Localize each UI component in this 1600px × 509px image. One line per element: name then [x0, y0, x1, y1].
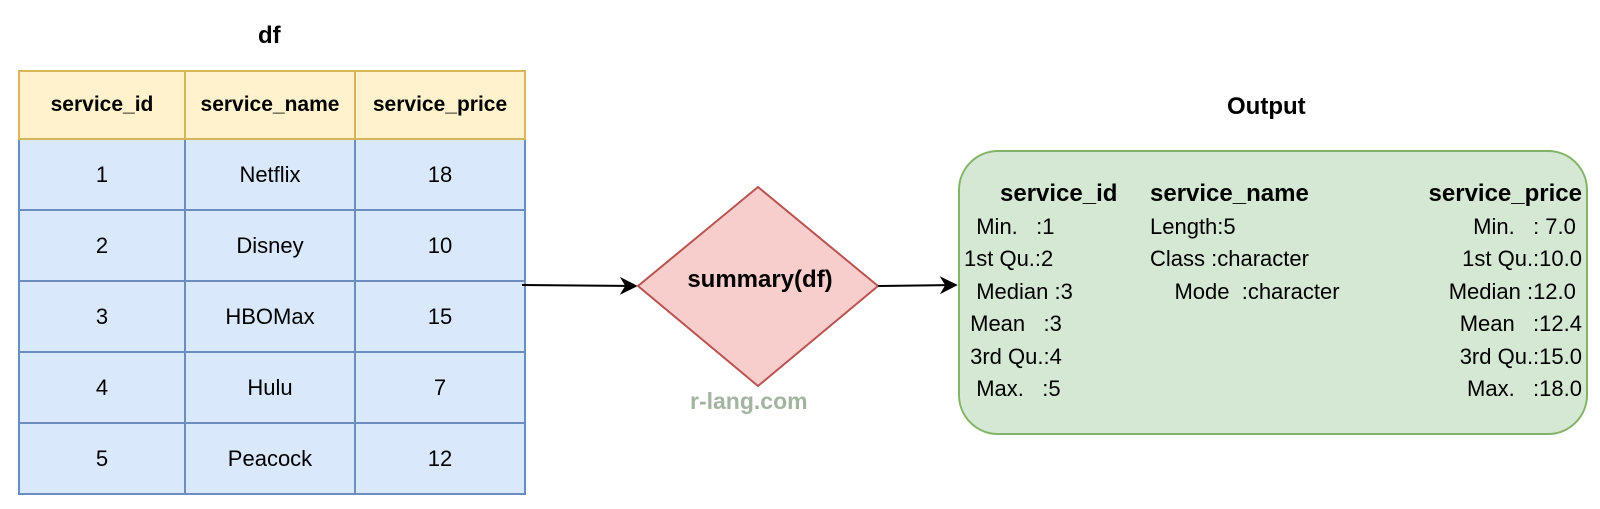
column-header: service_price	[354, 70, 526, 140]
table-cell: 15	[354, 280, 526, 353]
table-cell: 5	[18, 422, 186, 495]
table-cell: 4	[18, 351, 186, 424]
table-row: 5 Peacock 12	[18, 422, 526, 495]
table-row: 2 Disney 10	[18, 209, 526, 282]
output-stat-line: Class :character	[1150, 246, 1309, 271]
output-column-header: service_name	[1150, 180, 1309, 207]
output-stat-line: 3rd Qu.:4	[964, 343, 1062, 369]
df-title: df	[258, 22, 281, 49]
arrow-table-to-summary	[521, 276, 638, 295]
table-cell: 18	[354, 138, 526, 211]
table-cell: Disney	[184, 209, 356, 282]
table-cell: 2	[18, 209, 186, 282]
table-row: 3 HBOMax 15	[18, 280, 526, 353]
table-cell: Netflix	[184, 138, 356, 211]
table-cell: Hulu	[184, 351, 356, 424]
output-stat-line: Mean :12.4	[1459, 311, 1582, 336]
output-column-header: service_id	[1000, 180, 1118, 207]
summary-diamond	[636, 185, 880, 388]
table-cell: 7	[354, 351, 526, 424]
table-cell: 10	[354, 209, 526, 282]
output-stat-line: 3rd Qu.:15.0	[1459, 343, 1582, 369]
output-column-service-id: service_id Min. :1 1st Qu.:2 Median :3 M…	[964, 178, 1134, 406]
summary-label: summary(df)	[687, 266, 833, 293]
column-header: service_name	[184, 70, 356, 140]
column-header: service_id	[18, 70, 186, 140]
output-stat-line: Length:5	[1150, 213, 1236, 239]
table-header-row: service_id service_name service_price	[18, 70, 526, 140]
output-column-service-name: service_name Length:5 Class :character M…	[1150, 178, 1390, 308]
output-stat-line: Median :12.0	[1448, 278, 1582, 304]
table-row: 1 Netflix 18	[18, 138, 526, 211]
output-stat-line: Mean :3	[964, 311, 1062, 336]
output-stat-line: Mode :character	[1150, 278, 1340, 304]
output-stat-line: Min. :1	[964, 213, 1055, 239]
arrow-summary-to-output	[877, 276, 958, 295]
table-cell: 1	[18, 138, 186, 211]
output-box: service_id Min. :1 1st Qu.:2 Median :3 M…	[958, 150, 1588, 435]
table-cell: 3	[18, 280, 186, 353]
watermark: r-lang.com	[690, 388, 808, 414]
output-stat-line: 1st Qu.:2	[964, 246, 1054, 271]
table-cell: 12	[354, 422, 526, 495]
output-stat-line: Min. : 7.0	[1473, 213, 1582, 239]
output-stat-line: 1st Qu.:10.0	[1462, 246, 1582, 271]
output-title: Output	[1227, 93, 1306, 120]
output-column-service-price: service_price Min. : 7.0 1st Qu.:10.0 Me…	[1370, 178, 1582, 406]
df-table: service_id service_name service_price 1 …	[18, 70, 526, 495]
table-cell: HBOMax	[184, 280, 356, 353]
output-stat-line: Max. :18.0	[1467, 376, 1582, 401]
output-column-header: service_price	[1428, 180, 1582, 207]
table-row: 4 Hulu 7	[18, 351, 526, 424]
output-stat-line: Max. :5	[964, 376, 1061, 401]
output-stat-line: Median :3	[964, 278, 1073, 304]
table-cell: Peacock	[184, 422, 356, 495]
